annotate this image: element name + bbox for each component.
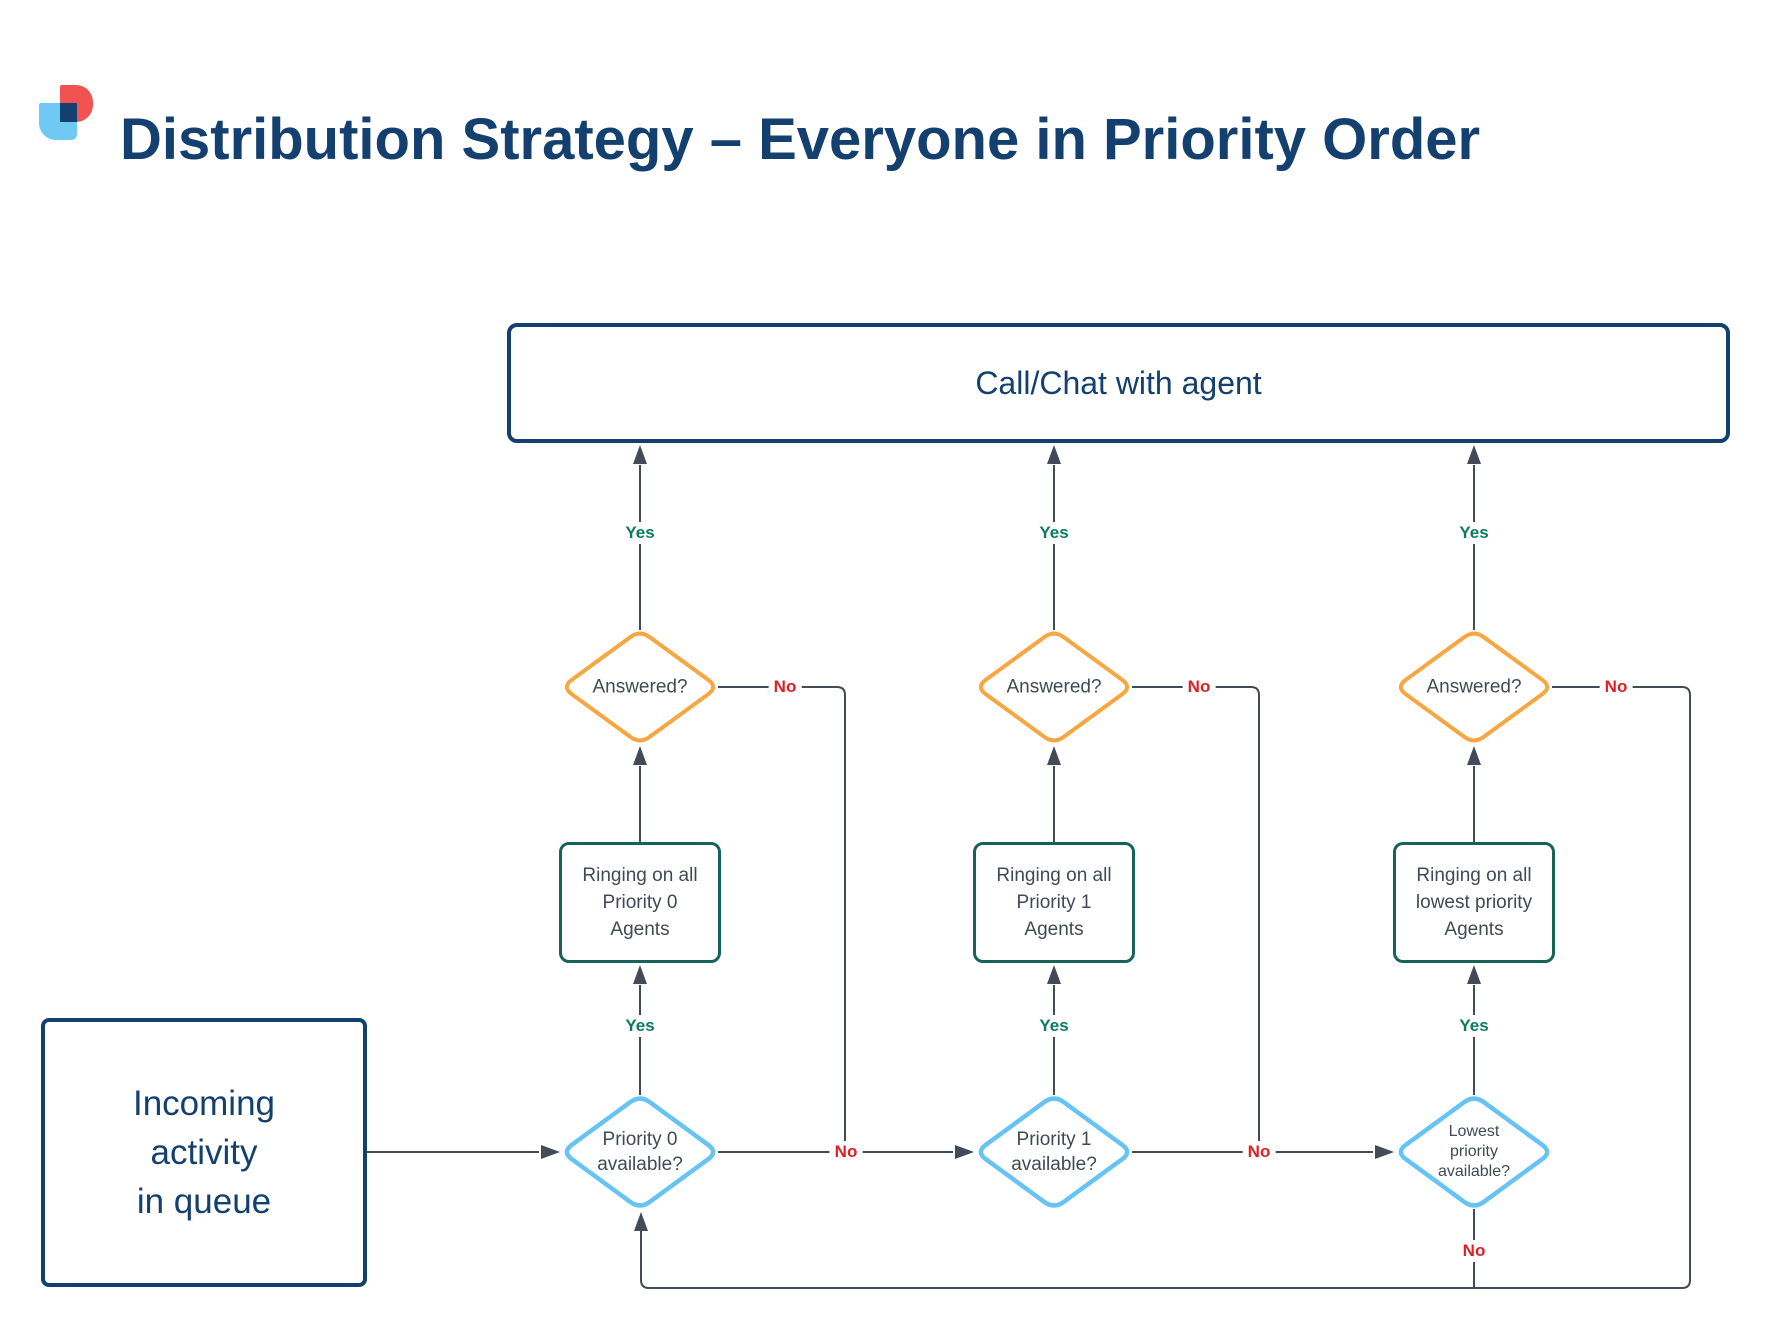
label-yes-priority-2: Yes (1454, 1015, 1494, 1037)
arrowhead-up-callchat-0 (633, 445, 647, 464)
label-priority-1: Priority 1 available? (979, 1127, 1129, 1177)
priority1-line-2: available? (1011, 1154, 1097, 1175)
label-answered-0: Answered? (592, 676, 688, 698)
arrowhead-up-answered-2 (1467, 746, 1481, 765)
ringing2-line-2: lowest priority (1415, 892, 1533, 913)
node-ringing-priority-1: Ringing on all Priority 1 Agents (973, 842, 1135, 963)
incoming-line-1: Incoming (132, 1084, 276, 1123)
arrowhead-up-callchat-2 (1467, 445, 1481, 464)
connector-answered2-no-feedback (640, 686, 1691, 1289)
priority-lowest-line-1: Lowest (1448, 1123, 1500, 1140)
ringing0-line-1: Ringing on all (582, 865, 698, 886)
arrowhead-right-priority2 (1375, 1145, 1394, 1159)
arrowhead-right-priority1 (955, 1145, 974, 1159)
ringing0-line-3: Agents (610, 919, 670, 940)
arrowhead-up-feedback-priority0 (634, 1212, 648, 1231)
arrowhead-up-answered-1 (1047, 746, 1061, 765)
brand-logo-mark-icon (39, 84, 95, 142)
label-priority-0: Priority 0 available? (565, 1127, 715, 1177)
arrowhead-up-answered-0 (633, 746, 647, 765)
arrowhead-up-ringing-1 (1047, 965, 1061, 984)
label-priority-lowest: Lowest priority available? (1414, 1122, 1534, 1182)
ringing1-line-2: Priority 1 (1016, 892, 1092, 913)
node-ringing-lowest-priority: Ringing on all lowest priority Agents (1393, 842, 1555, 963)
label-answered-1: Answered? (1006, 676, 1102, 698)
ringing2-line-3: Agents (1444, 919, 1504, 940)
priority-lowest-line-3: available? (1437, 1163, 1511, 1180)
incoming-line-3: in queue (136, 1182, 272, 1221)
ringing0-line-2: Priority 0 (602, 892, 678, 913)
label-no-answered-1: No (1182, 676, 1216, 698)
label-no-priority-1: No (1242, 1141, 1276, 1163)
label-answered-2: Answered? (1426, 676, 1522, 698)
call-chat-label: Call/Chat with agent (975, 364, 1262, 401)
priority1-line-1: Priority 1 (1016, 1129, 1092, 1150)
arrowhead-up-ringing-2 (1467, 965, 1481, 984)
label-yes-priority-1: Yes (1034, 1015, 1074, 1037)
ringing2-line-1: Ringing on all (1416, 865, 1532, 886)
arrowhead-up-ringing-0 (633, 965, 647, 984)
label-yes-priority-0: Yes (620, 1015, 660, 1037)
connector-answered0-no (718, 686, 846, 1152)
label-no-answered-2: No (1599, 676, 1633, 698)
label-no-priority-lowest: No (1457, 1240, 1491, 1262)
logo-navy-shape (60, 103, 77, 122)
priority0-line-2: available? (597, 1154, 683, 1175)
connector-answered1-no (1132, 686, 1260, 1152)
label-no-answered-0: No (768, 676, 802, 698)
arrowhead-right-priority0 (541, 1145, 560, 1159)
label-no-priority-0: No (829, 1141, 863, 1163)
node-call-chat-with-agent: Call/Chat with agent (507, 323, 1730, 443)
incoming-line-2: activity (150, 1133, 258, 1172)
priority-lowest-line-2: priority (1449, 1143, 1498, 1160)
node-incoming-activity: Incoming activity in queue (41, 1018, 367, 1287)
arrowhead-up-callchat-1 (1047, 445, 1061, 464)
label-yes-answered-2: Yes (1454, 522, 1494, 544)
ringing1-line-1: Ringing on all (996, 865, 1112, 886)
page-title: Distribution Strategy – Everyone in Prio… (120, 107, 1481, 172)
label-yes-answered-1: Yes (1034, 522, 1074, 544)
label-yes-answered-0: Yes (620, 522, 660, 544)
priority0-line-1: Priority 0 (602, 1129, 678, 1150)
node-ringing-priority-0: Ringing on all Priority 0 Agents (559, 842, 721, 963)
ringing1-line-3: Agents (1024, 919, 1084, 940)
